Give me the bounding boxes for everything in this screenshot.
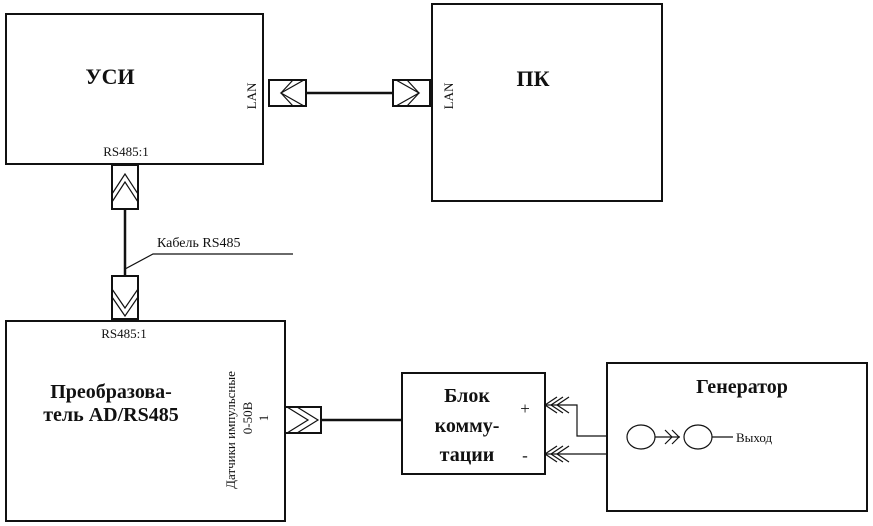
cable-label: Кабель RS485 — [157, 236, 241, 251]
cable-leader-line — [124, 253, 293, 270]
rs485-connection: Кабель RS485 — [111, 164, 293, 320]
usi-rs485-label: RS485:1 — [103, 144, 149, 159]
generator-block: Генератор Выход — [606, 362, 868, 512]
pc-block: ПК LAN — [431, 3, 663, 202]
sensors-label-line2: 0-50В — [240, 401, 255, 434]
sensors-label-line1: Датчики импульсные — [223, 371, 238, 489]
converter-rs485-label: RS485:1 — [101, 326, 147, 341]
pc-lan-label: LAN — [441, 82, 456, 109]
converter-title-line1: Преобразова- — [50, 381, 172, 403]
switch-title-line1: Блок — [444, 385, 490, 407]
converter-title-line2: тель AD/RS485 — [43, 404, 179, 426]
usi-rs485-connector — [111, 164, 139, 210]
minus-label: - — [522, 446, 528, 465]
plus-wire — [545, 404, 626, 437]
lan-connection — [268, 79, 431, 107]
usi-block: УСИ LAN RS485:1 — [5, 13, 264, 165]
switch-title-line2: комму- — [435, 415, 500, 437]
sensor-connector — [284, 406, 322, 434]
converter-rs485-connector — [111, 275, 139, 320]
pc-lan-connector — [392, 79, 431, 107]
switch-terminals — [543, 396, 570, 463]
usi-lan-label: LAN — [244, 82, 259, 109]
switch-block: Блок комму- тации + - — [401, 372, 546, 475]
pc-title: ПК — [516, 66, 549, 91]
plus-label: + — [520, 399, 530, 418]
switch-title-line3: тации — [440, 444, 495, 466]
generator-title: Генератор — [696, 376, 788, 398]
usi-lan-connector — [268, 79, 307, 107]
sensors-channel-label: 1 — [256, 415, 271, 422]
sensor-connection — [284, 406, 402, 434]
output-label: Выход — [736, 430, 773, 445]
converter-block: RS485:1 Преобразова- тель AD/RS485 Датчи… — [5, 320, 286, 522]
usi-title: УСИ — [85, 64, 134, 89]
